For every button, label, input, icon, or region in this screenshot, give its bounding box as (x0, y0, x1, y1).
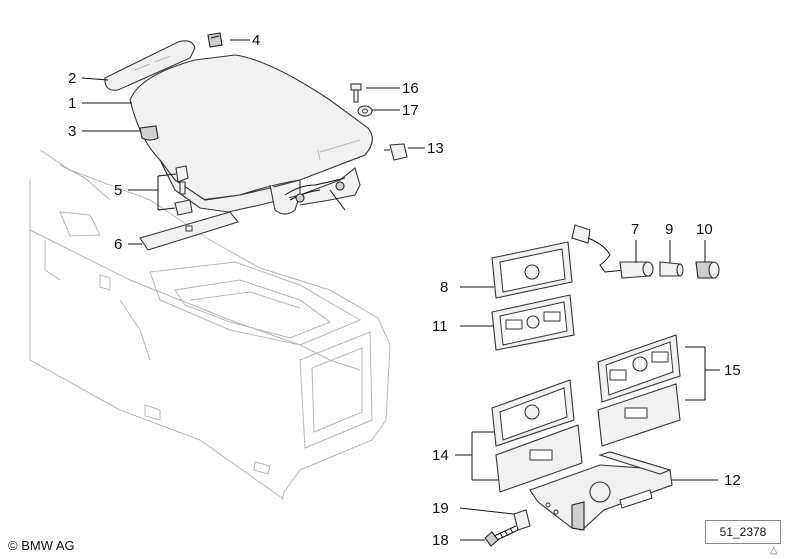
callout-labels: 4 2 1 3 5 6 16 17 13 7 9 10 8 11 15 14 1… (68, 32, 741, 549)
part-6-cover-strip (139, 211, 239, 251)
callout-16: 16 (402, 80, 419, 97)
part-4-clip (207, 32, 223, 48)
callout-1: 1 (68, 95, 76, 112)
callout-17: 17 (402, 102, 419, 119)
part-3-bumper (139, 125, 159, 141)
part-19-nut-clip (513, 509, 531, 531)
part-10-plug (695, 261, 720, 279)
callout-3: 3 (68, 123, 76, 140)
callout-12: 12 (724, 472, 741, 489)
part-9-insert (659, 261, 684, 277)
part-16-screw (350, 83, 362, 103)
part-17-washer (357, 105, 373, 117)
callout-11: 11 (432, 318, 448, 335)
part-18-screw (484, 525, 519, 547)
callout-13: 13 (427, 140, 444, 157)
diagram-id-label: 51_2378 (705, 520, 781, 544)
part-13-buffer (384, 143, 408, 161)
part-8-panel (491, 241, 573, 299)
part-2-trim-strip (104, 40, 196, 91)
callout-5: 5 (114, 182, 122, 199)
part-11-panel (491, 294, 575, 351)
callout-15: 15 (724, 362, 741, 379)
callout-18: 18 (432, 532, 449, 549)
callout-2: 2 (68, 70, 76, 87)
callout-4: 4 (252, 32, 260, 49)
callout-14: 14 (432, 447, 449, 464)
part-5-latch (174, 165, 193, 216)
callout-10: 10 (696, 221, 713, 238)
leader-lines (81, 39, 720, 541)
part-12-bracket (529, 451, 673, 531)
part-14-panel-set (491, 379, 583, 493)
copyright-label: © BMW AG (8, 538, 75, 553)
callout-7: 7 (631, 221, 639, 238)
hinge-assembly (269, 167, 361, 215)
callout-8: 8 (440, 279, 448, 296)
triangle-icon: △ (770, 545, 778, 556)
part-15-panel-set (597, 334, 681, 447)
callout-6: 6 (114, 236, 122, 253)
part-7-socket-cable (571, 224, 654, 279)
callout-19: 19 (432, 500, 449, 517)
callout-9: 9 (665, 221, 673, 238)
center-console-outline (29, 149, 391, 501)
